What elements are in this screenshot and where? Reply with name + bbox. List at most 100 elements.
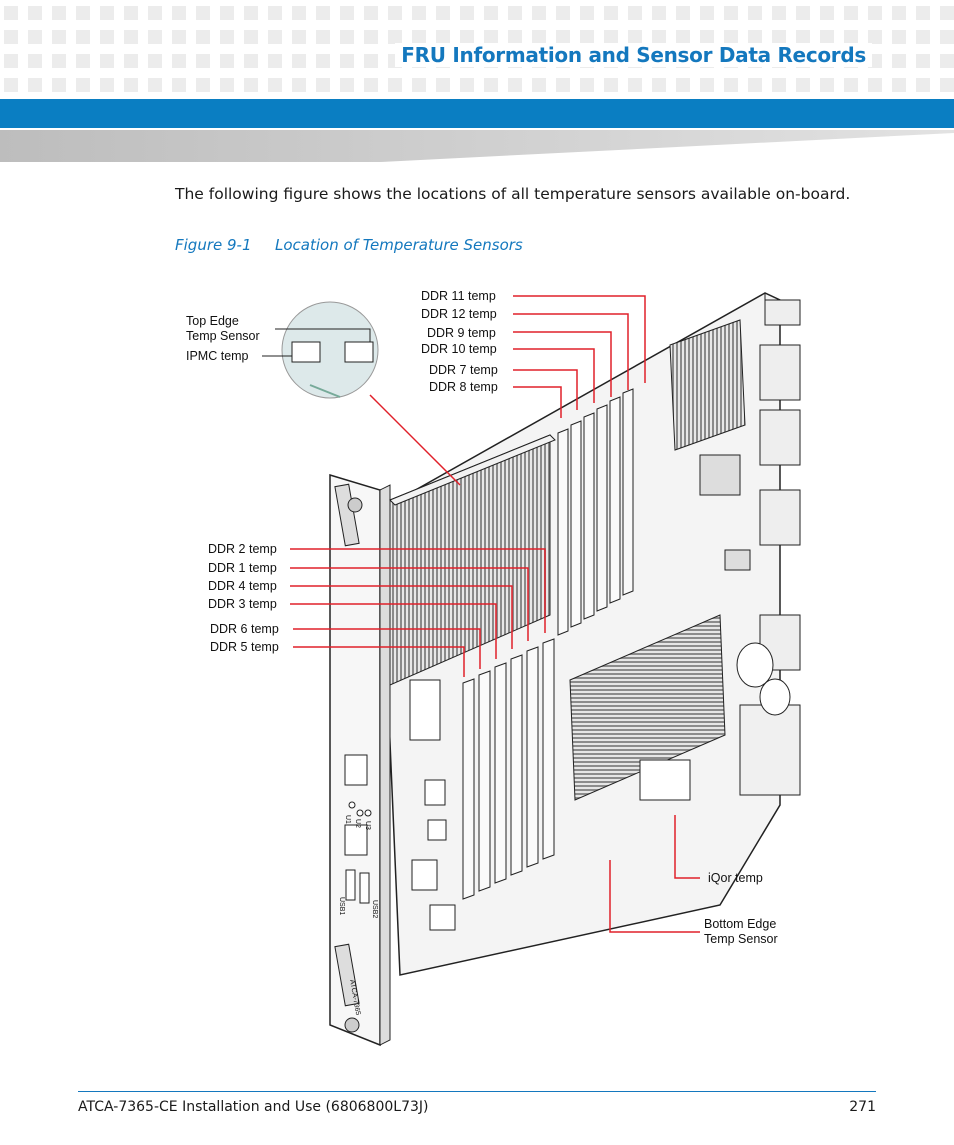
header-dot <box>244 78 258 92</box>
header-dot <box>220 30 234 44</box>
header-dot <box>796 30 810 44</box>
header-dot <box>316 54 330 68</box>
callout-ddr5: DDR 5 temp <box>210 640 279 654</box>
header-dot <box>940 6 954 20</box>
header-dot <box>748 6 762 20</box>
heatsink-left <box>389 434 556 686</box>
header-dot <box>148 30 162 44</box>
header-dot <box>628 78 642 92</box>
header-dot <box>892 54 906 68</box>
header-dot <box>196 54 210 68</box>
header-dot <box>868 30 882 44</box>
header-dot <box>172 78 186 92</box>
callout-ipmc-temp: IPMC temp <box>186 349 249 363</box>
header-dot <box>292 54 306 68</box>
callout-bottom-edge-2: Temp Sensor <box>704 932 778 946</box>
heatsink-right <box>669 319 746 451</box>
header-dot <box>772 78 786 92</box>
callout-ddr11: DDR 11 temp <box>421 289 496 303</box>
header-dot <box>244 30 258 44</box>
header-dot <box>436 30 450 44</box>
leader-line-left <box>290 548 546 633</box>
rear-connectors <box>736 299 801 796</box>
usb-label-1: USB1 <box>338 897 345 915</box>
callout-ddr12: DDR 12 temp <box>421 307 497 321</box>
header-dot <box>940 30 954 44</box>
header-dot <box>28 78 42 92</box>
header-dot <box>508 78 522 92</box>
dimm-slot-lower <box>494 662 507 884</box>
dimm-slot-upper <box>596 404 608 612</box>
header-dot <box>772 6 786 20</box>
header-dot <box>556 78 570 92</box>
header-dot <box>340 78 354 92</box>
header-dot <box>700 78 714 92</box>
header-dot <box>124 6 138 20</box>
header-dot <box>460 30 474 44</box>
dimm-slot-lower <box>526 646 539 868</box>
leader-line-top <box>513 348 595 403</box>
intro-paragraph: The following figure shows the locations… <box>175 185 851 203</box>
header-dot <box>628 6 642 20</box>
header-dot <box>724 78 738 92</box>
header-dot <box>244 6 258 20</box>
zoom-inset <box>281 301 379 399</box>
header-dot <box>340 6 354 20</box>
header-dot <box>196 78 210 92</box>
header-dot <box>532 78 546 92</box>
dimm-slots-lower <box>462 638 555 900</box>
dimm-slot-lower <box>478 670 491 892</box>
header-dot <box>100 30 114 44</box>
header-dot <box>604 6 618 20</box>
front-panel: USB1 USB2 U1 U2 U3 ATCA-7365 <box>329 473 391 1047</box>
header-dot <box>700 30 714 44</box>
callout-ddr7: DDR 7 temp <box>429 363 498 377</box>
header-dot <box>316 78 330 92</box>
leader-line-top <box>513 295 646 383</box>
header-dot <box>508 30 522 44</box>
header-dot <box>124 30 138 44</box>
callout-top-edge-2: Temp Sensor <box>186 329 260 343</box>
header-dot <box>52 6 66 20</box>
header-dot <box>148 54 162 68</box>
header-dot <box>532 30 546 44</box>
led-label-2: U2 <box>354 819 361 828</box>
header-dot <box>844 78 858 92</box>
leader-line-left <box>293 628 481 669</box>
header-dot <box>940 78 954 92</box>
leader-line-bottom-edge <box>609 860 700 933</box>
temperature-sensor-figure: USB1 USB2 U1 U2 U3 ATCA-7365 <box>186 289 801 1047</box>
header-dot <box>364 54 378 68</box>
header-dot <box>388 30 402 44</box>
leader-line-iqor <box>674 815 700 879</box>
header-dot <box>700 6 714 20</box>
header-dot <box>460 78 474 92</box>
header-dot <box>748 78 762 92</box>
header-dot <box>436 6 450 20</box>
header-dot <box>604 30 618 44</box>
leader-line-inset <box>369 394 461 486</box>
header-dot <box>580 30 594 44</box>
callout-ddr10: DDR 10 temp <box>421 342 497 356</box>
header-dot <box>316 6 330 20</box>
header-dot <box>244 54 258 68</box>
header-dot <box>628 30 642 44</box>
header-blue-band <box>0 99 954 128</box>
callouts <box>262 295 700 933</box>
callout-ddr2: DDR 2 temp <box>208 542 277 556</box>
leader-line-top <box>513 386 562 418</box>
callout-bottom-edge-1: Bottom Edge <box>704 917 776 931</box>
header-dot <box>76 78 90 92</box>
dimm-slot-upper <box>570 420 582 628</box>
header-dot <box>412 78 426 92</box>
header-dot <box>196 6 210 20</box>
dimm-slot-lower <box>510 654 523 876</box>
footer-page-number: 271 <box>849 1099 876 1115</box>
header-dot <box>4 54 18 68</box>
header-dot <box>52 30 66 44</box>
header-dot <box>148 6 162 20</box>
header-dot <box>76 54 90 68</box>
header-dot <box>676 78 690 92</box>
header-dot <box>796 6 810 20</box>
